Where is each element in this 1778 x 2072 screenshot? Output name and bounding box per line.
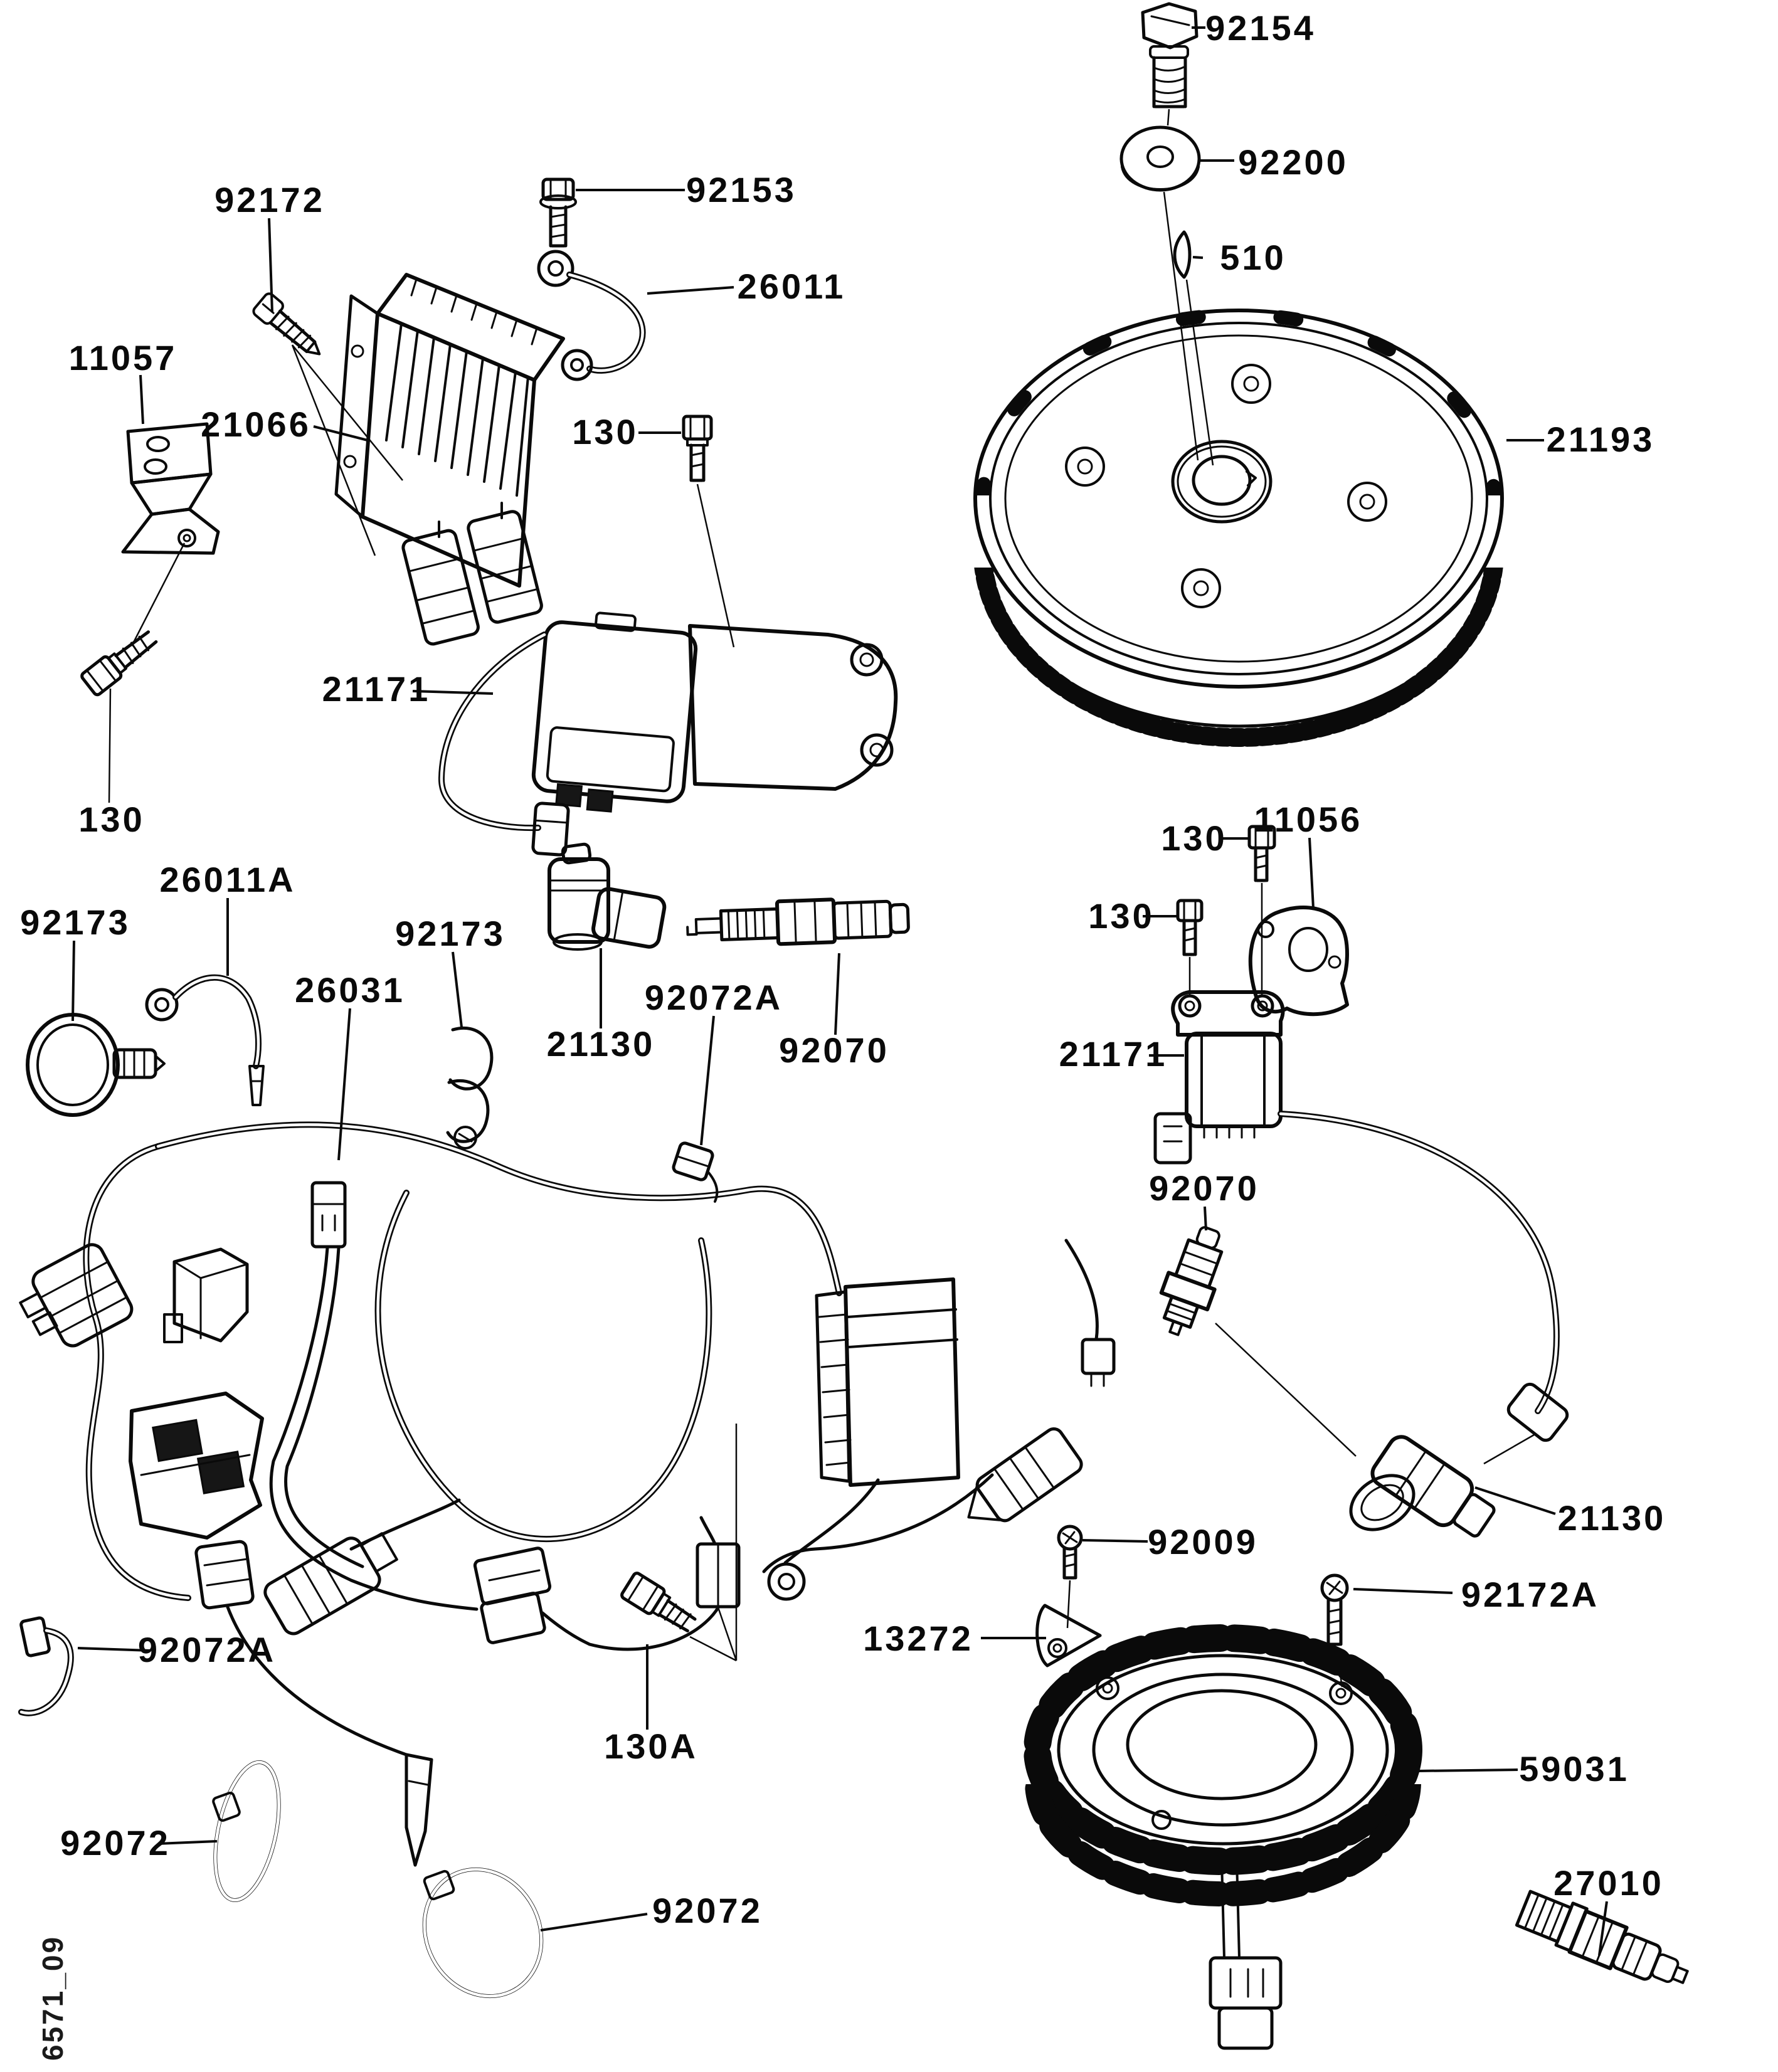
callout-92072-left: 92072 — [60, 1823, 171, 1863]
harness-connector-cluster-drawing — [129, 1392, 264, 1540]
band-clamp-right-drawing — [422, 1867, 544, 1999]
harness-dagger-terminal-drawing — [405, 1753, 433, 1867]
callout-92172A-bottom: 92172A — [1461, 1575, 1599, 1614]
callout-92072A-mid: 92072A — [645, 978, 783, 1017]
harness-sensor-drawing — [263, 1532, 398, 1636]
harness-bottom-connector-drawing — [473, 1546, 552, 1644]
figure-code: 6571_09 — [36, 1935, 69, 2061]
diode-plate-drawing — [1035, 1604, 1102, 1668]
band-clamp-left-drawing — [212, 1760, 281, 1902]
callout-92070-right: 92070 — [1149, 1168, 1259, 1208]
flywheel-drawing — [973, 308, 1504, 747]
callout-92072A-left: 92072A — [138, 1630, 276, 1669]
harness-clamp-mid-drawing — [672, 1141, 719, 1203]
coil-right-bolt-upper-drawing — [1247, 825, 1276, 882]
callout-510: 510 — [1220, 238, 1286, 277]
callout-26011A: 26011A — [159, 860, 295, 899]
harness-relay-cube-drawing — [163, 1247, 249, 1343]
igniter-box-drawing — [815, 1277, 960, 1487]
stator-screw-drawing — [1320, 1573, 1349, 1646]
washer-drawing — [1119, 125, 1201, 192]
callout-130-mid: 130 — [572, 412, 638, 452]
stator-drawing — [1024, 1624, 1422, 2050]
regulator-bracket-drawing — [121, 422, 220, 555]
ground-lead-a-drawing — [145, 974, 265, 1106]
plug-cap-right-drawing — [1349, 1435, 1496, 1538]
callout-130-right-lower: 130 — [1088, 896, 1154, 936]
clamp-mid-drawing — [446, 1026, 494, 1150]
harness-relay-drawing — [19, 1243, 134, 1348]
coil-right-bolt-lower-drawing — [1176, 899, 1204, 956]
oil-switch-drawing — [1515, 1890, 1689, 1984]
terminal-bolt-drawing — [539, 177, 577, 248]
callout-92070-left: 92070 — [779, 1030, 889, 1070]
coil-bolt-mid-drawing — [682, 415, 713, 482]
regulator-drawing — [334, 273, 565, 646]
callout-92200: 92200 — [1238, 142, 1348, 182]
callout-92154: 92154 — [1205, 8, 1316, 48]
callout-26011: 26011 — [738, 267, 846, 306]
callout-92009: 92009 — [1148, 1522, 1258, 1562]
callout-92172: 92172 — [214, 180, 325, 219]
callout-27010: 27010 — [1553, 1863, 1664, 1903]
harness-small-connector-drawing — [310, 1181, 347, 1249]
flywheel-bolt-holes — [1065, 364, 1387, 608]
callout-leader-lines — [71, 26, 1608, 1956]
callout-21171-right: 21171 — [1059, 1034, 1168, 1074]
plug-cap-left-drawing — [548, 842, 667, 951]
callout-11056: 11056 — [1254, 800, 1363, 839]
callout-59031: 59031 — [1519, 1749, 1629, 1789]
callout-130A: 130A — [604, 1726, 698, 1766]
plate-screw-drawing — [1057, 1525, 1083, 1580]
flywheel-bolt-drawing — [1141, 2, 1199, 108]
ignition-coil-left-drawing — [438, 611, 898, 857]
callout-21193: 21193 — [1547, 420, 1655, 459]
callout-92072-right: 92072 — [652, 1891, 763, 1930]
spark-plug-left-drawing — [686, 897, 910, 946]
ground-lead-drawing — [537, 250, 646, 381]
callout-21130-left: 21130 — [547, 1024, 655, 1064]
callout-13272: 13272 — [863, 1619, 973, 1658]
harness-ribbed-plug-drawing — [967, 1427, 1083, 1523]
callout-11057: 11057 — [69, 338, 177, 378]
bracket-bolt-drawing — [80, 630, 158, 697]
callout-21066: 21066 — [201, 404, 311, 444]
callout-26031: 26031 — [295, 970, 405, 1010]
callout-92153: 92153 — [686, 170, 796, 209]
callout-21130-right: 21130 — [1558, 1498, 1666, 1538]
callout-130-left: 130 — [78, 800, 144, 839]
cable-tie-left-drawing — [18, 1616, 74, 1716]
coil-right-bracket-drawing — [1248, 905, 1349, 1017]
callout-92173-left: 92173 — [20, 902, 130, 942]
callout-130-right-upper: 130 — [1161, 818, 1227, 858]
main-harness-drawing — [19, 1121, 1116, 1867]
callout-92173-mid: 92173 — [395, 914, 505, 953]
harness-clamp-bolt-drawing — [620, 1572, 697, 1633]
harness-clamp-connector-drawing — [696, 1542, 741, 1609]
clamp-left-drawing — [26, 1013, 166, 1117]
woodruff-key-drawing — [1173, 230, 1192, 279]
callout-21171-left: 21171 — [322, 669, 431, 709]
ignition-coil-right-drawing — [1153, 990, 1569, 1442]
spark-plug-right-drawing — [1159, 1226, 1224, 1336]
regulator-screw-drawing — [252, 292, 321, 356]
